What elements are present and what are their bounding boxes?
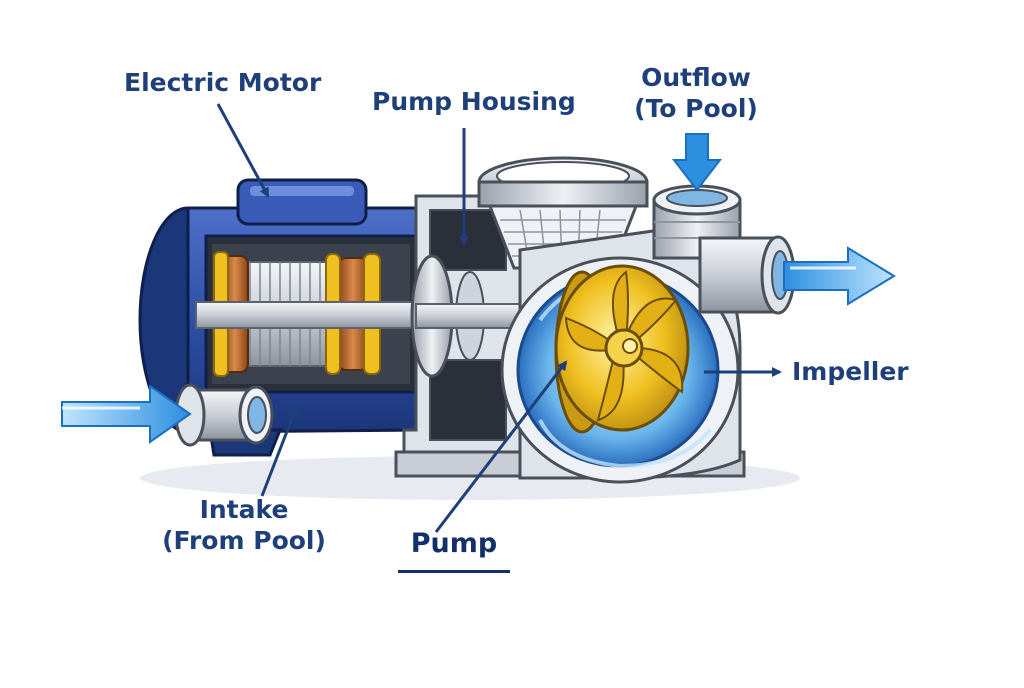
electric-motor-leader — [216, 103, 270, 198]
label-impeller-text: Impeller — [792, 357, 909, 386]
impeller — [554, 264, 690, 434]
pump-leader — [434, 360, 568, 533]
label-intake-line2: (From Pool) — [162, 526, 326, 555]
intake-port — [174, 383, 274, 447]
label-electric-motor: Electric Motor — [124, 67, 321, 98]
label-pump-housing-text: Pump Housing — [372, 87, 576, 116]
label-intake: Intake (From Pool) — [160, 494, 328, 556]
label-outflow-line2: (To Pool) — [634, 94, 758, 123]
label-outflow-line1: Outflow — [641, 63, 751, 92]
label-outflow: Outflow (To Pool) — [630, 62, 762, 124]
label-pump-housing: Pump Housing — [372, 86, 576, 117]
label-intake-line1: Intake — [199, 495, 289, 524]
intake-leader — [260, 406, 298, 497]
outflow-down-arrow — [671, 133, 723, 192]
label-pump-text: Pump — [410, 528, 498, 559]
label-electric-motor-text: Electric Motor — [124, 68, 322, 97]
outflow-flow-arrow — [783, 246, 896, 306]
label-pump: Pump — [396, 528, 512, 559]
label-impeller: Impeller — [792, 356, 909, 387]
pump-title-underline — [398, 570, 510, 573]
strainer-basket — [477, 156, 649, 270]
intake-flow-arrow — [61, 384, 192, 444]
outflow-port — [652, 184, 796, 315]
